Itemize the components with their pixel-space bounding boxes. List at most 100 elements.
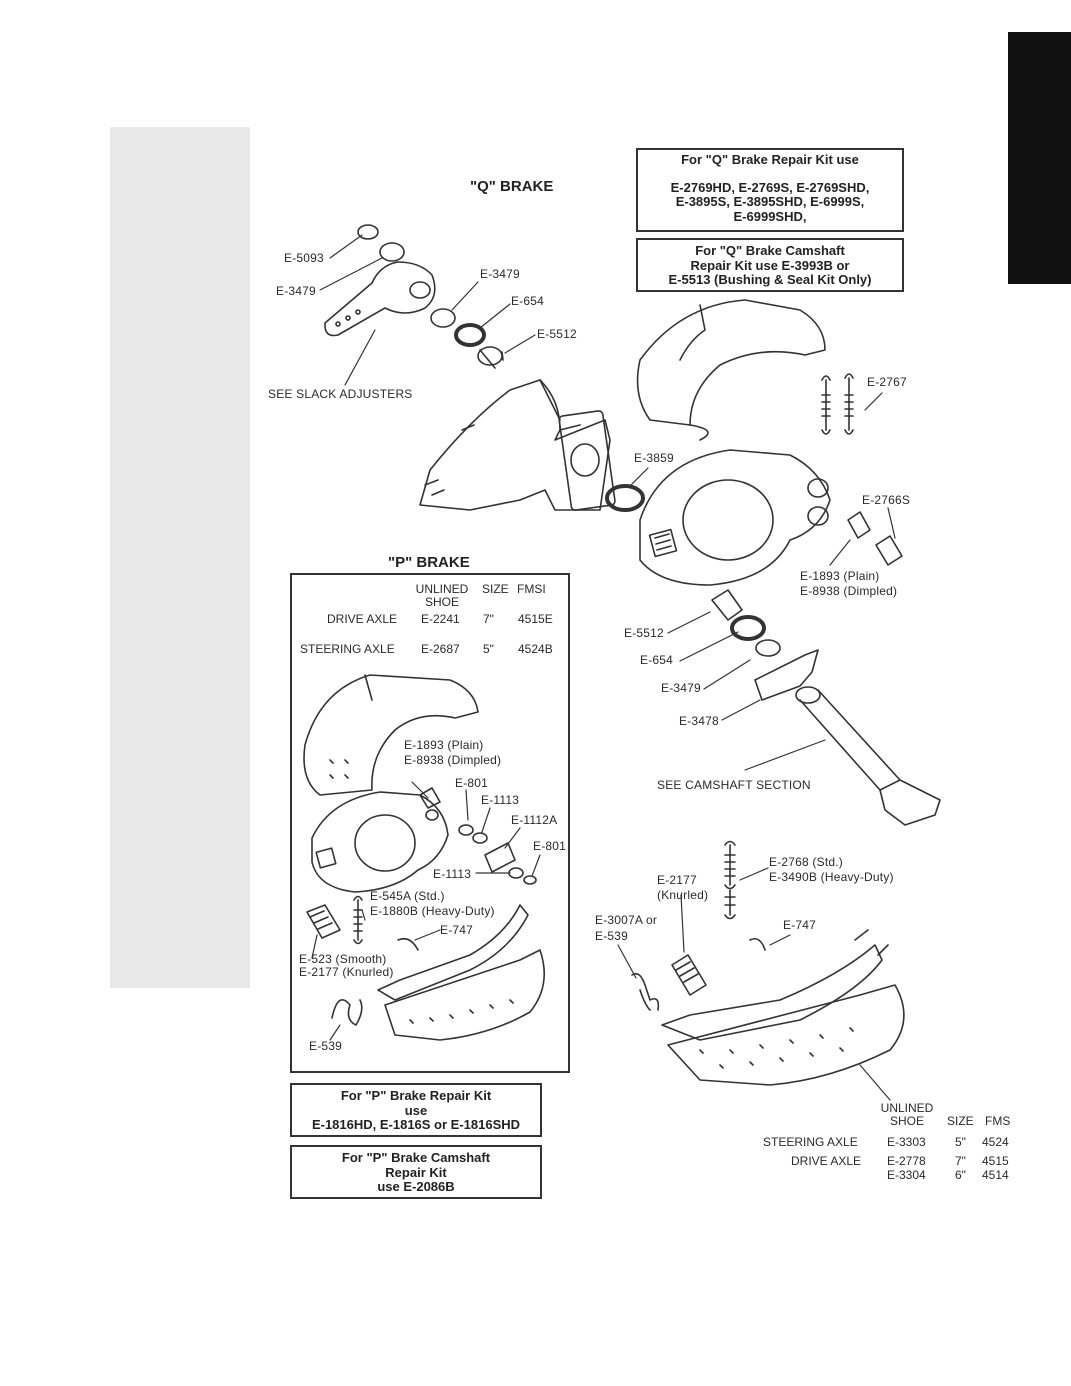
part-label: E-523 (Smooth)	[299, 952, 387, 966]
part-label: E-3478	[679, 714, 719, 728]
q-table-shoe: E-3304	[887, 1168, 926, 1182]
part-label: E-801	[533, 839, 567, 853]
seal-part	[454, 323, 486, 347]
part-label: E-2766S	[862, 493, 911, 507]
q-table-size: 6"	[955, 1168, 966, 1182]
brake-shoe-part	[636, 299, 826, 441]
q-table-header-size: SIZE	[947, 1114, 974, 1128]
p-table-header-size: SIZE	[482, 582, 509, 596]
part-label: E-1880B (Heavy-Duty)	[370, 904, 495, 918]
part-label: E-539	[595, 929, 629, 943]
part-label: E-2767	[867, 375, 907, 389]
part-label: E-801	[455, 776, 489, 790]
roller-part	[306, 904, 341, 939]
leader-lines	[319, 234, 896, 1101]
p-camshaft-box: For "P" Brake Camshaft Repair Kit use E-…	[290, 1145, 542, 1199]
part-label: E-1893 (Plain)	[404, 738, 484, 752]
p-table-axle: DRIVE AXLE	[327, 612, 398, 626]
return-spring-part	[353, 895, 363, 945]
q-table-header-fmsi: FMS	[985, 1114, 1010, 1128]
part-label: E-654	[511, 294, 545, 308]
washer-part	[755, 639, 781, 657]
retainer-clip-part	[331, 999, 363, 1026]
q-repair-kit-line: For "Q" Brake Repair Kit use	[681, 152, 859, 167]
q-repair-kit-line: E-2769HD, E-2769S, E-2769SHD,	[670, 179, 870, 195]
part-label: E-5093	[284, 251, 324, 265]
return-spring-part	[724, 840, 736, 920]
part-label: E-1893 (Plain)	[800, 569, 880, 583]
part-label: E-539	[309, 1039, 343, 1053]
q-camshaft-line: Repair Kit use E-3993B or	[690, 257, 850, 273]
p-table-size: 7"	[483, 612, 494, 626]
q-repair-kit-box: For "Q" Brake Repair Kit use E-2769HD, E…	[636, 148, 904, 232]
q-table-fmsi: 4514	[982, 1168, 1009, 1182]
section-tab	[1008, 32, 1071, 284]
part-label: E-3479	[480, 267, 520, 281]
part-label: (Knurled)	[657, 888, 709, 902]
q-table-size: 7"	[955, 1154, 966, 1168]
part-label: E-3859	[634, 451, 674, 465]
spring-clip-part	[749, 937, 766, 951]
p-table-axle: STEERING AXLE	[300, 642, 395, 656]
q-table-header-unlined: UNLINED	[880, 1101, 934, 1115]
washer-part	[430, 308, 456, 328]
lock-plate-part	[754, 649, 819, 701]
q-table-axle: STEERING AXLE	[763, 1135, 858, 1149]
p-repair-kit-line: E-1816HD, E-1816S or E-1816SHD	[311, 1117, 521, 1132]
washer-part	[523, 875, 537, 885]
p-camshaft-line: Repair Kit	[385, 1164, 447, 1180]
camshaft-bracket-part	[419, 379, 616, 511]
washer-part	[458, 824, 474, 836]
q-brake-title: "Q" BRAKE	[470, 178, 554, 195]
p-table-header-shoe: SHOE	[424, 595, 459, 609]
part-label: E-654	[640, 653, 674, 667]
p-table-fmsi: 4515E	[518, 612, 553, 626]
part-label: E-747	[440, 923, 474, 937]
part-label: SEE CAMSHAFT SECTION	[657, 778, 811, 792]
pin-part	[484, 842, 516, 873]
leader-lines	[311, 781, 541, 1041]
retainer-clip-part	[631, 972, 660, 1011]
part-label: E-545A (Std.)	[370, 889, 445, 903]
return-spring-part	[821, 373, 854, 435]
seal-part	[730, 615, 766, 641]
p-repair-kit-box: For "P" Brake Repair Kit use E-1816HD, E…	[290, 1083, 542, 1137]
q-table-fmsi: 4515	[982, 1154, 1009, 1168]
q-table-shoe: E-2778	[887, 1154, 926, 1168]
slack-adjuster-part	[324, 261, 436, 337]
camshaft-part	[795, 686, 941, 826]
spring-clip-part	[397, 937, 419, 951]
p-brake-title: "P" BRAKE	[388, 554, 470, 571]
p-table-shoe: E-2687	[421, 642, 460, 656]
part-label: E-3490B (Heavy-Duty)	[769, 870, 894, 884]
part-label: E-1113	[481, 793, 520, 807]
anchor-pin-bushing-part	[847, 511, 903, 566]
brake-spider-part	[639, 449, 831, 586]
part-label: E-747	[783, 918, 817, 932]
part-label: SEE SLACK ADJUSTERS	[268, 387, 413, 401]
q-table-axle: DRIVE AXLE	[791, 1154, 862, 1168]
part-label: E-3479	[276, 284, 316, 298]
q-camshaft-box: For "Q" Brake Camshaft Repair Kit use E-…	[636, 238, 904, 292]
p-brake-panel	[290, 573, 570, 1073]
q-table-size: 5"	[955, 1135, 966, 1149]
part-label: E-3007A or	[595, 913, 658, 927]
part-label: E-8938 (Dimpled)	[404, 753, 502, 767]
part-label: E-3479	[661, 681, 701, 695]
bushing-part	[711, 589, 743, 621]
q-camshaft-line: For "Q" Brake Camshaft	[695, 243, 845, 258]
q-repair-kit-line: E-6999SHD,	[733, 208, 807, 224]
part-label: E-8938 (Dimpled)	[800, 584, 898, 598]
part-label: E-5512	[537, 327, 577, 341]
seal-part	[605, 484, 645, 512]
p-table-fmsi: 4524B	[518, 642, 553, 656]
part-label: E-1112A	[511, 813, 558, 827]
brake-shoe-part	[661, 929, 905, 1086]
q-table-shoe: E-3303	[887, 1135, 926, 1149]
part-label: E-2177 (Knurled)	[299, 965, 394, 979]
anchor-pin-part	[419, 787, 441, 809]
brake-spider-part	[311, 791, 449, 893]
washer-part	[472, 832, 488, 844]
snap-ring-part	[357, 224, 405, 262]
